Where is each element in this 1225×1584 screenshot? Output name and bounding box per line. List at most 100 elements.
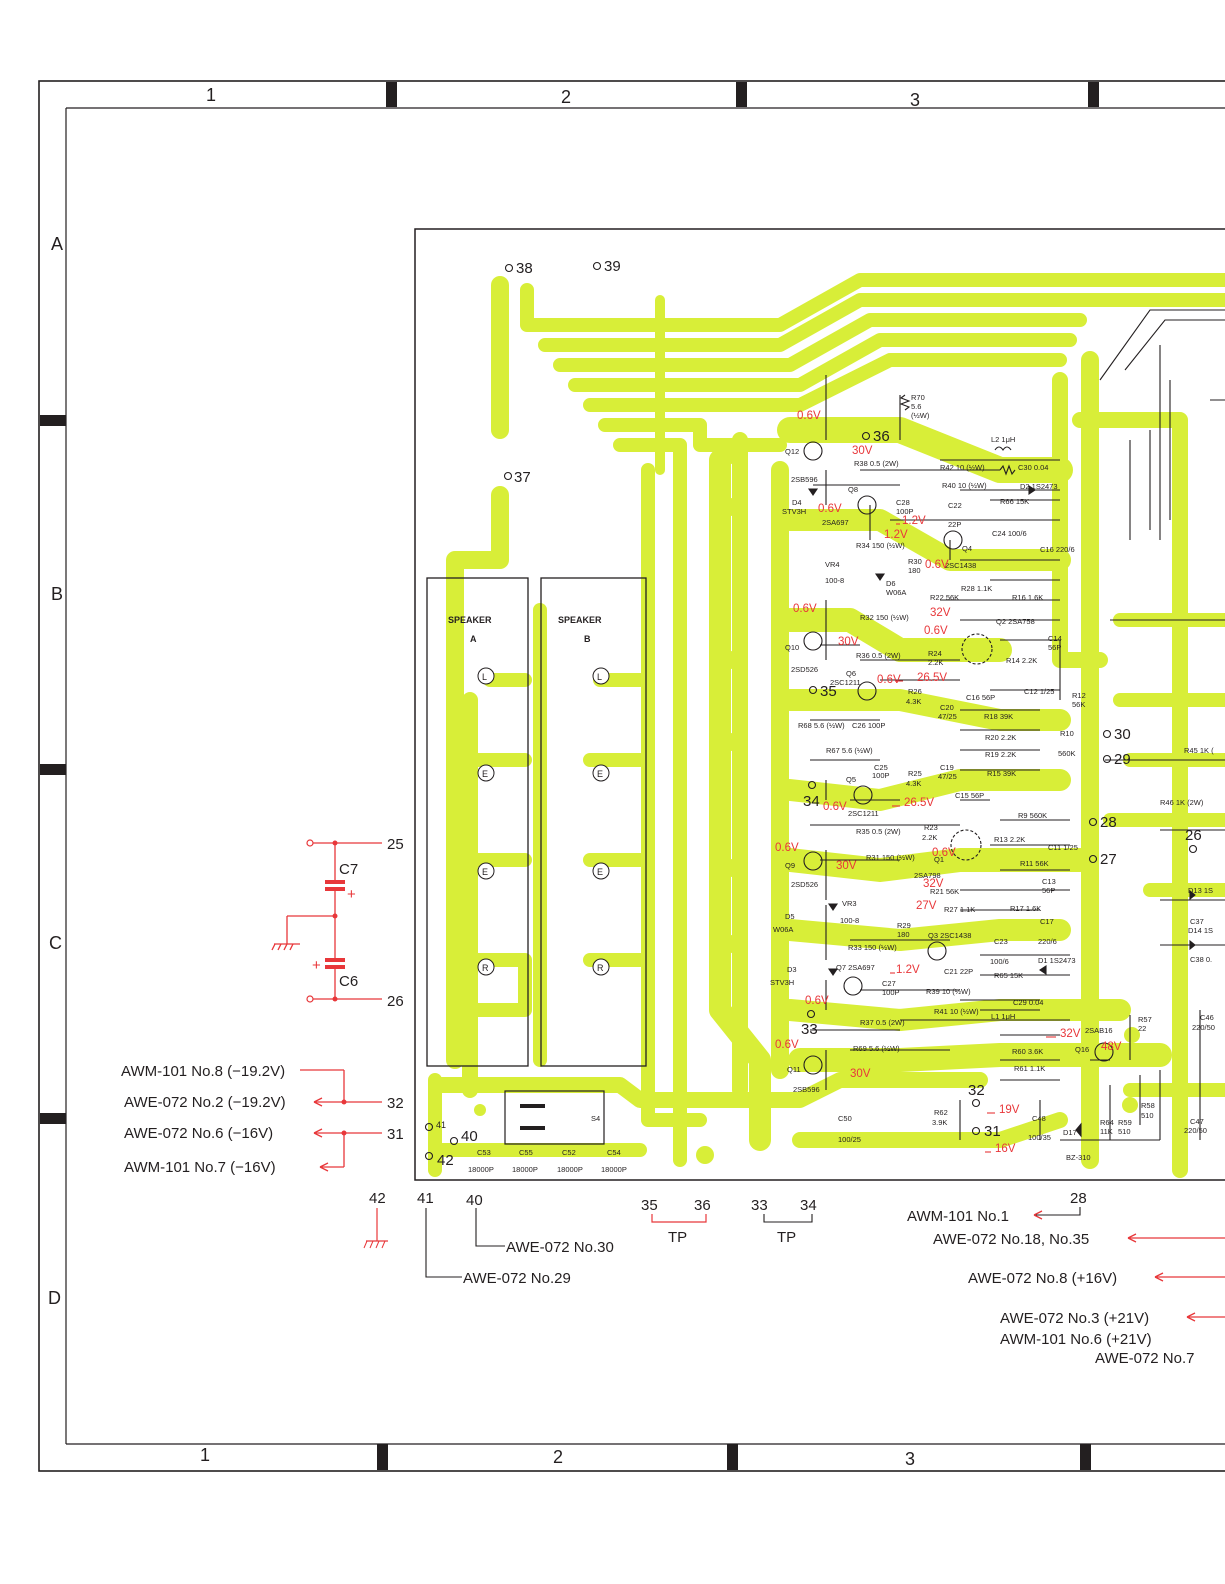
left-capacitor-circuit xyxy=(271,839,382,1003)
pad-42: 42 xyxy=(437,1152,454,1169)
label-r70-value: 5.6 xyxy=(911,402,921,411)
label-q7: Q7 2SA697 xyxy=(836,963,875,972)
pad-31: 31 xyxy=(984,1123,1001,1140)
left-node-25: 25 xyxy=(387,836,404,853)
bottom-node-36: 36 xyxy=(694,1197,711,1214)
label-r11: R11 56K xyxy=(1020,859,1049,868)
label-q10-type: 2SD526 xyxy=(791,665,818,674)
switch-s4: S4 xyxy=(504,1090,605,1145)
pad-34: 34 xyxy=(803,793,820,810)
label-q4: Q4 xyxy=(962,544,972,553)
voltage-q10-base: 0.6V xyxy=(793,603,817,615)
label-r12: R12 xyxy=(1072,691,1086,700)
label-c20: C20 xyxy=(940,703,954,712)
label-q2: Q2 2SA758 xyxy=(996,617,1035,626)
label-q9-type: 2SD526 xyxy=(791,880,818,889)
label-r39: R39 10 (½W) xyxy=(926,987,971,996)
speaker-a-block: SPEAKER A L E E R xyxy=(426,577,529,1067)
label-r64-value: 11K xyxy=(1100,1127,1113,1136)
pad-38: 38 xyxy=(516,260,533,277)
label-awe072-no30: AWE-072 No.30 xyxy=(506,1239,614,1256)
label-awm101-no6: AWM-101 No.6 (+21V) xyxy=(1000,1331,1152,1348)
pad-29: 29 xyxy=(1114,751,1131,768)
voltage-q16: 48V xyxy=(1101,1041,1122,1053)
label-c55-value: 18000P xyxy=(512,1165,538,1174)
label-c25-value: 100P xyxy=(872,771,890,780)
pad-26: 26 xyxy=(1185,827,1202,844)
label-r61: R61 1.1K xyxy=(1014,1064,1045,1073)
label-awe072-no29: AWE-072 No.29 xyxy=(463,1270,571,1287)
bottom-node-28: 28 xyxy=(1070,1190,1087,1207)
label-c13: C13 xyxy=(1042,877,1056,886)
label-r29: R29 xyxy=(897,921,911,930)
label-r59: R59 xyxy=(1118,1118,1132,1127)
label-r19: R19 2.2K xyxy=(985,750,1016,759)
row-label-d: D xyxy=(48,1288,61,1308)
label-r24-value: 2.2K xyxy=(928,658,943,667)
speaker-b-term-e2: E xyxy=(597,867,603,877)
voltage-pad32: 19V xyxy=(999,1104,1020,1116)
label-c19: C19 xyxy=(940,763,954,772)
component-symbols xyxy=(803,394,1196,1138)
pad-30: 30 xyxy=(1114,726,1131,743)
label-c12: C12 1/25 xyxy=(1024,687,1054,696)
label-c23: C23 xyxy=(994,937,1008,946)
speaker-a-sub: A xyxy=(470,634,477,644)
label-awm101-no7: AWM-101 No.7 (−16V) xyxy=(124,1159,276,1176)
voltage-q1-emit: 32V xyxy=(923,878,944,890)
column-label-3: 3 xyxy=(910,90,920,110)
left-connection-lines xyxy=(300,1069,382,1172)
label-c50-value: 100/25 xyxy=(838,1135,861,1144)
label-c22-value: 22P xyxy=(948,520,961,529)
label-r29-value: 180 xyxy=(897,930,910,939)
label-c14-value: 56P xyxy=(1048,643,1061,652)
label-q11: Q11 xyxy=(787,1065,801,1074)
voltage-q5-base: 0.6V xyxy=(823,801,847,813)
label-c19-value: 47/25 xyxy=(938,772,957,781)
label-c14: C14 xyxy=(1048,634,1062,643)
label-vr3-value: 100-8 xyxy=(840,916,859,925)
label-r58: R58 xyxy=(1141,1101,1155,1110)
label-awe072-no6: AWE-072 No.6 (−16V) xyxy=(124,1125,273,1142)
label-r27: R27 1.1K xyxy=(944,905,975,914)
voltage-q2-coll: 26.5V xyxy=(917,672,947,684)
pad-37: 37 xyxy=(514,469,531,486)
voltage-q1-base: 0.6V xyxy=(932,847,956,859)
voltage-q11-base: 0.6V xyxy=(775,1039,799,1051)
label-d6-type: W06A xyxy=(886,588,906,597)
label-vr3: VR3 xyxy=(842,899,857,908)
label-r14: R14 2.2K xyxy=(1006,656,1037,665)
label-r15: R15 39K xyxy=(987,769,1016,778)
column-label-1: 1 xyxy=(206,85,216,105)
label-c37: C37 xyxy=(1190,917,1204,926)
speaker-a-term-e2: E xyxy=(482,867,488,877)
label-d3-type: STV3H xyxy=(770,978,794,987)
voltage-q12-base: 0.6V xyxy=(797,410,821,422)
label-r41: R41 10 (½W) xyxy=(934,1007,979,1016)
pad-41: 41 xyxy=(436,1120,446,1130)
label-r67: R67 5.6 (½W) xyxy=(826,746,873,755)
speaker-b-term-r: R xyxy=(597,963,604,973)
label-c20-value: 47/25 xyxy=(938,712,957,721)
label-r69: R69 5.6 (½W) xyxy=(853,1044,900,1053)
speaker-b-sub: B xyxy=(584,634,591,644)
label-r35: R35 0.5 (2W) xyxy=(856,827,901,836)
speaker-a-term-r: R xyxy=(482,963,489,973)
label-r70: R70 xyxy=(911,393,925,402)
bottom-node-42: 42 xyxy=(369,1190,386,1207)
label-q16-type: 2SAB16 xyxy=(1085,1026,1113,1035)
label-c11: C11 1/25 xyxy=(1048,843,1078,852)
label-r18: R18 39K xyxy=(984,712,1013,721)
label-r65: R65 15K xyxy=(994,971,1023,980)
label-c54: C54 xyxy=(607,1148,621,1157)
label-q5-type: 2SC1211 xyxy=(848,809,879,818)
label-r32: R32 150 (½W) xyxy=(860,613,909,622)
label-r13: R13 2.2K xyxy=(994,835,1025,844)
pad-27: 27 xyxy=(1100,851,1117,868)
left-node-32: 32 xyxy=(387,1095,404,1112)
voltage-q4-emit: 0.6V xyxy=(925,559,949,571)
speaker-a-term-l: L xyxy=(482,672,487,682)
label-r26-value: 4.3K xyxy=(906,697,921,706)
label-r34: R34 150 (½W) xyxy=(856,541,905,550)
label-r25-value: 4.3K xyxy=(906,779,921,788)
